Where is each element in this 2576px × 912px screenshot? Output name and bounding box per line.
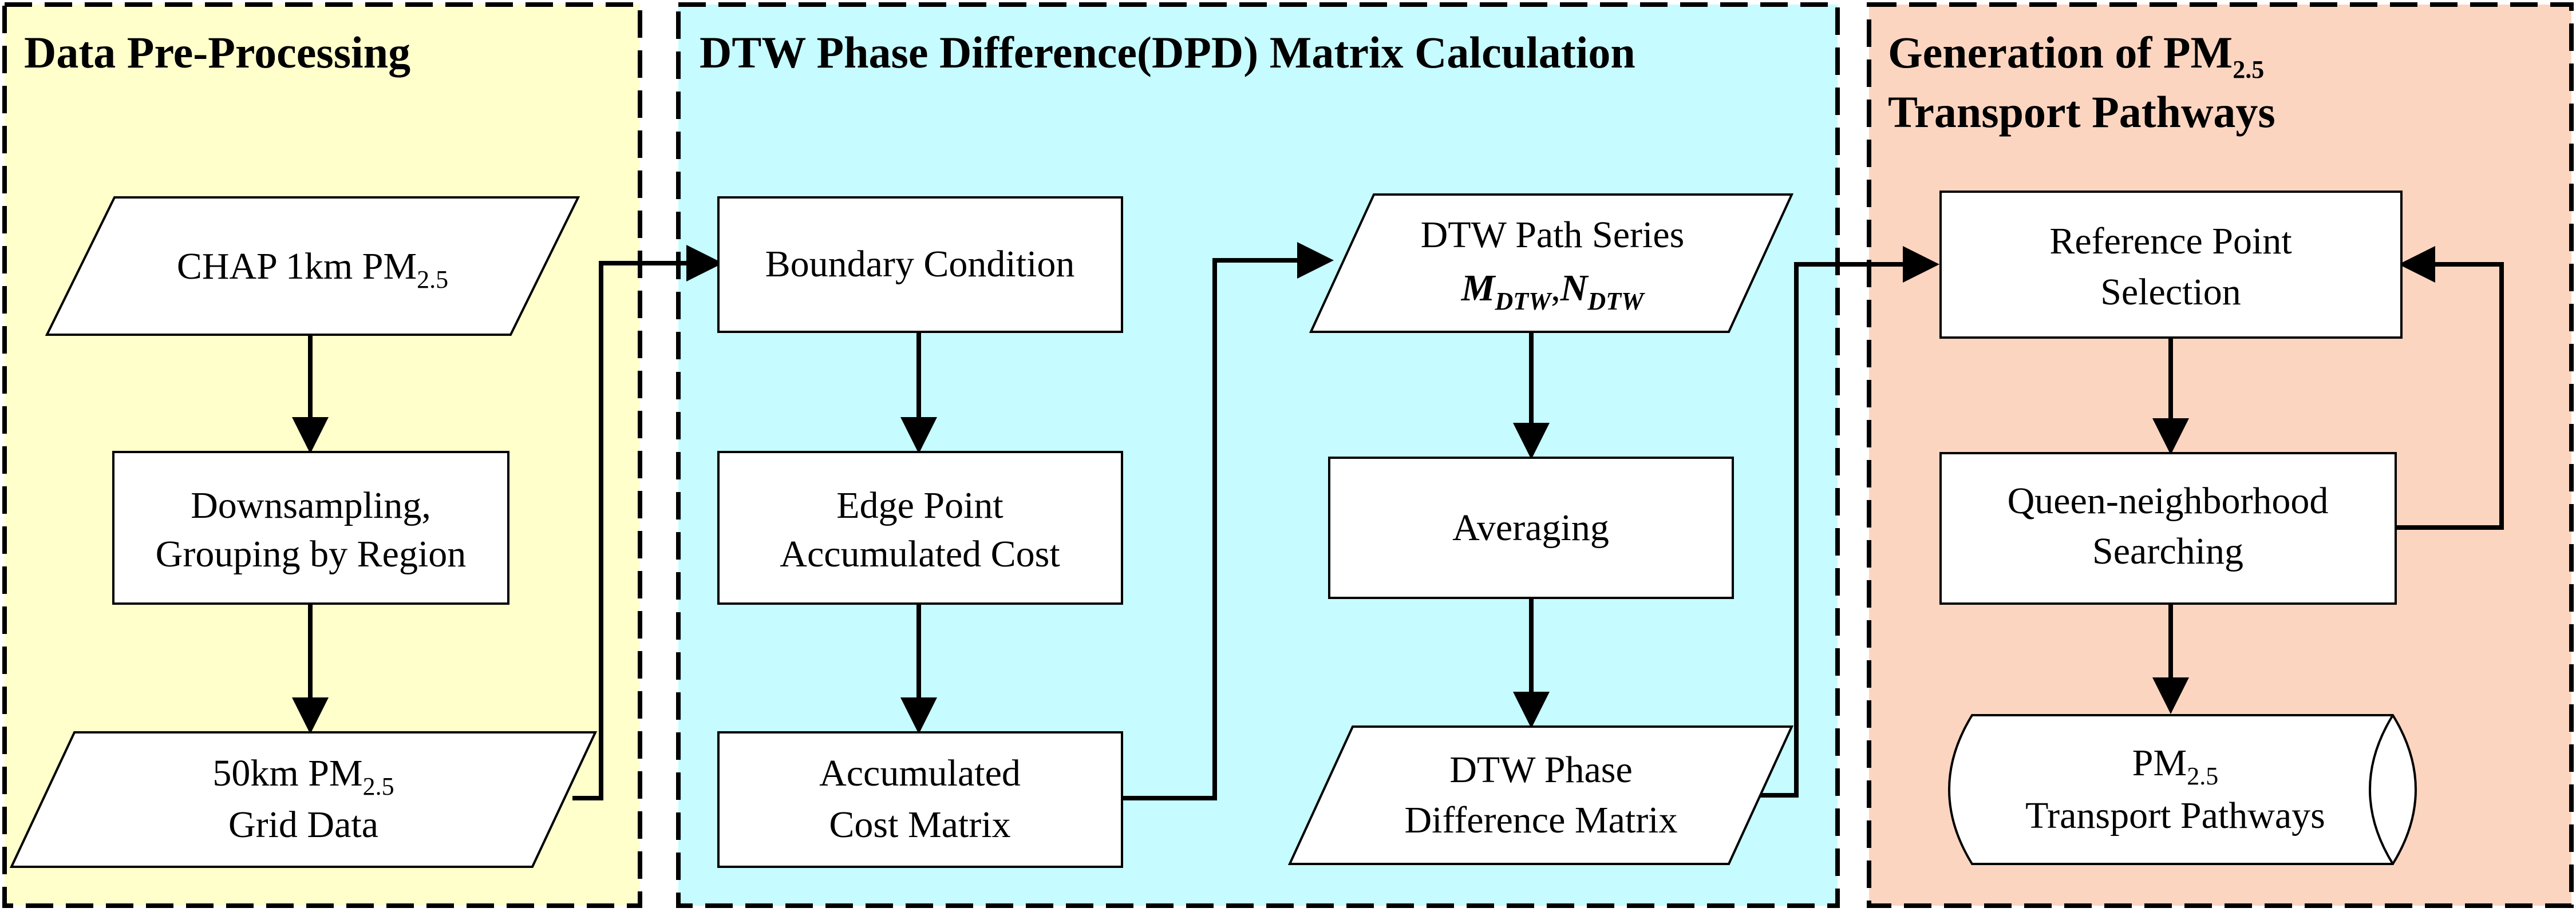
arrow-dpd-matrix-to-reference xyxy=(1729,246,1939,798)
process-box xyxy=(1939,452,2397,605)
parallelogram-shape xyxy=(1287,725,1794,865)
node-label-line2: Selection xyxy=(2100,271,2241,313)
node-label: Boundary Condition xyxy=(765,243,1075,285)
process-box xyxy=(1939,191,2403,339)
parallelogram-shape xyxy=(45,196,580,336)
connectors xyxy=(292,242,2504,800)
node-label-line2: Searching xyxy=(2092,530,2243,572)
node-dtw-path-series: DTW Path Series MDTW,NDTW xyxy=(1309,193,1794,333)
stored-data-shape xyxy=(1948,714,2417,865)
process-box xyxy=(717,196,1123,333)
node-label: CHAP 1km PM2.5 xyxy=(177,245,448,294)
panel-title: Data Pre-Processing xyxy=(24,27,410,77)
node-averaging: Averaging xyxy=(1328,457,1734,599)
parallelogram-shape xyxy=(1309,193,1794,333)
node-label-line2: Grid Data xyxy=(228,804,378,846)
node-edge-point-cost: Edge Point Accumulated Cost xyxy=(717,451,1123,605)
node-label-line2: Transport Pathways xyxy=(2025,795,2325,836)
node-label-line1: Reference Point xyxy=(2049,220,2291,262)
node-chap-pm25: CHAP 1km PM2.5 xyxy=(45,196,580,336)
node-pm25-transport-pathways: PM2.5 Transport Pathways xyxy=(1948,714,2417,865)
node-label-line2: Accumulated Cost xyxy=(780,533,1060,575)
node-accumulated-cost-matrix: Accumulated Cost Matrix xyxy=(717,731,1123,868)
node-label-line2: MDTW,NDTW xyxy=(1461,267,1645,315)
stored-data-inner-curve xyxy=(2369,714,2394,865)
node-label-line1: DTW Path Series xyxy=(1421,214,1685,256)
node-boundary-condition: Boundary Condition xyxy=(717,196,1123,333)
node-downsampling: Downsampling, Grouping by Region xyxy=(112,451,509,605)
node-label-line1: Edge Point xyxy=(836,485,1003,526)
panel-title-line1: Generation of PM2.5 xyxy=(1888,27,2264,84)
node-label-line2: Grouping by Region xyxy=(156,533,467,575)
node-50km-grid-data: 50km PM2.5 Grid Data xyxy=(9,731,598,868)
process-box xyxy=(717,731,1123,868)
node-reference-point-selection: Reference Point Selection xyxy=(1939,191,2403,339)
arrow-queen-loop-to-reference xyxy=(2396,246,2504,530)
arrow-grid-to-boundary xyxy=(572,245,723,800)
node-label-line2: Cost Matrix xyxy=(829,804,1010,846)
arrow-acm-to-path-series xyxy=(1123,242,1334,800)
node-label-line1: Accumulated xyxy=(819,752,1021,794)
process-box xyxy=(112,451,509,605)
node-label-line1: Downsampling, xyxy=(191,485,431,526)
node-label-line1: PM2.5 xyxy=(2132,742,2218,790)
node-label-line2: Difference Matrix xyxy=(1404,799,1677,841)
node-label-line1: DTW Phase xyxy=(1449,749,1633,791)
process-box xyxy=(1328,457,1734,599)
node-dtw-phase-difference-matrix: DTW Phase Difference Matrix xyxy=(1287,725,1794,865)
parallelogram-shape xyxy=(9,731,598,868)
node-queen-neighborhood-searching: Queen-neighborhood Searching xyxy=(1939,452,2397,605)
node-label: Averaging xyxy=(1452,507,1609,549)
process-box xyxy=(717,451,1123,605)
node-label-line1: 50km PM2.5 xyxy=(212,752,394,800)
panel-title: DTW Phase Difference(DPD) Matrix Calcula… xyxy=(700,27,1635,77)
node-label-line1: Queen-neighborhood xyxy=(2008,480,2329,522)
panel-title-line2: Transport Pathways xyxy=(1888,87,2275,137)
